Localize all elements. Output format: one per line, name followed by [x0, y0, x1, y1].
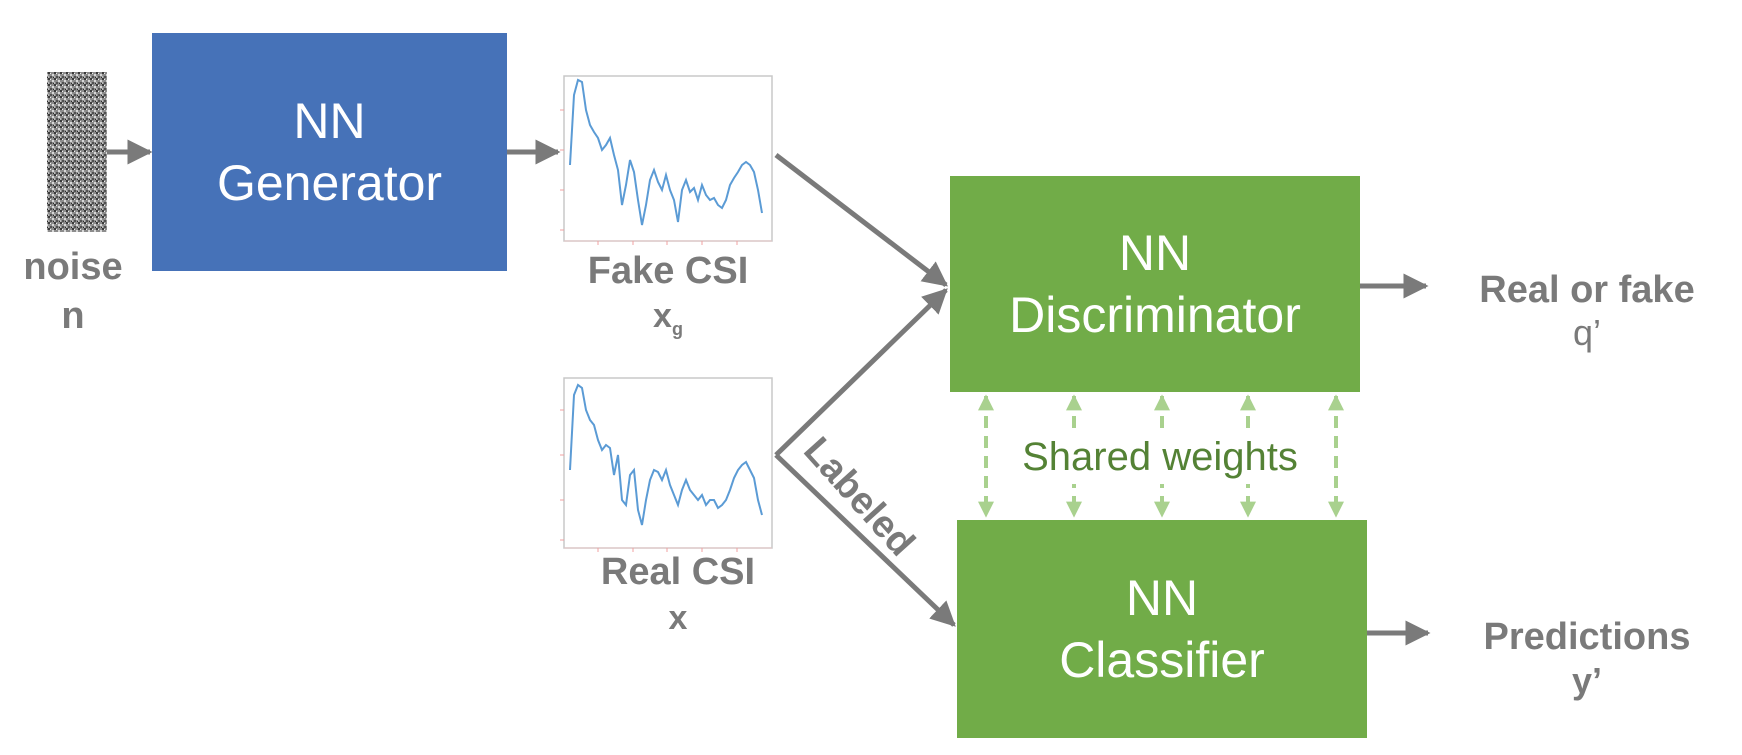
fake-csi-plot	[560, 75, 773, 245]
fake-csi-to-discriminator-arrow	[774, 153, 948, 287]
generator-box: NN Generator	[152, 33, 507, 271]
discriminator-title-line2: Discriminator	[1009, 287, 1301, 343]
fake-csi-symbol-base: x	[653, 297, 672, 335]
noise-pattern-icon	[47, 72, 107, 232]
csi-plot-icon	[563, 377, 773, 549]
classifier-box: NN Classifier	[957, 520, 1367, 738]
real-csi-symbol: x	[668, 599, 688, 637]
real-csi-to-discriminator-arrow	[774, 288, 948, 457]
classifier-title-line1: NN	[1125, 570, 1199, 626]
classifier-output-label: Predictions	[1483, 616, 1691, 658]
classifier-output-symbol: y’	[1571, 660, 1603, 701]
noise-label: noise	[23, 246, 123, 288]
csi-plot-icon	[563, 75, 773, 242]
classifier-title-line2: Classifier	[1059, 632, 1265, 688]
discriminator-title-line1: NN	[1118, 225, 1192, 281]
discriminator-output-symbol: q’	[1572, 312, 1602, 353]
discriminator-output-label: Real or fake	[1479, 269, 1695, 311]
real-csi-to-classifier-arrow	[774, 453, 956, 627]
real-csi-label: Real CSI	[600, 551, 756, 593]
plot-axis-ticks	[560, 409, 772, 552]
plot-axis-ticks	[560, 109, 772, 245]
fake-csi-symbol-subscript: g	[671, 318, 683, 339]
generator-title-line2: Generator	[216, 155, 443, 211]
generator-title-line1: NN	[293, 93, 366, 149]
real-csi-plot	[560, 377, 773, 552]
shared-weights-label: Shared weights	[1022, 435, 1298, 479]
labeled-edge-label: Labeled	[795, 430, 922, 565]
real-csi-trace	[569, 383, 763, 526]
shared-weights-label-bg	[1005, 428, 1315, 484]
discriminator-box: NN Discriminator	[950, 176, 1360, 392]
fake-csi-trace	[569, 78, 763, 226]
fake-csi-label: Fake CSI	[587, 250, 749, 292]
noise-symbol: n	[61, 295, 85, 337]
fake-csi-symbol: xg	[568, 296, 768, 349]
